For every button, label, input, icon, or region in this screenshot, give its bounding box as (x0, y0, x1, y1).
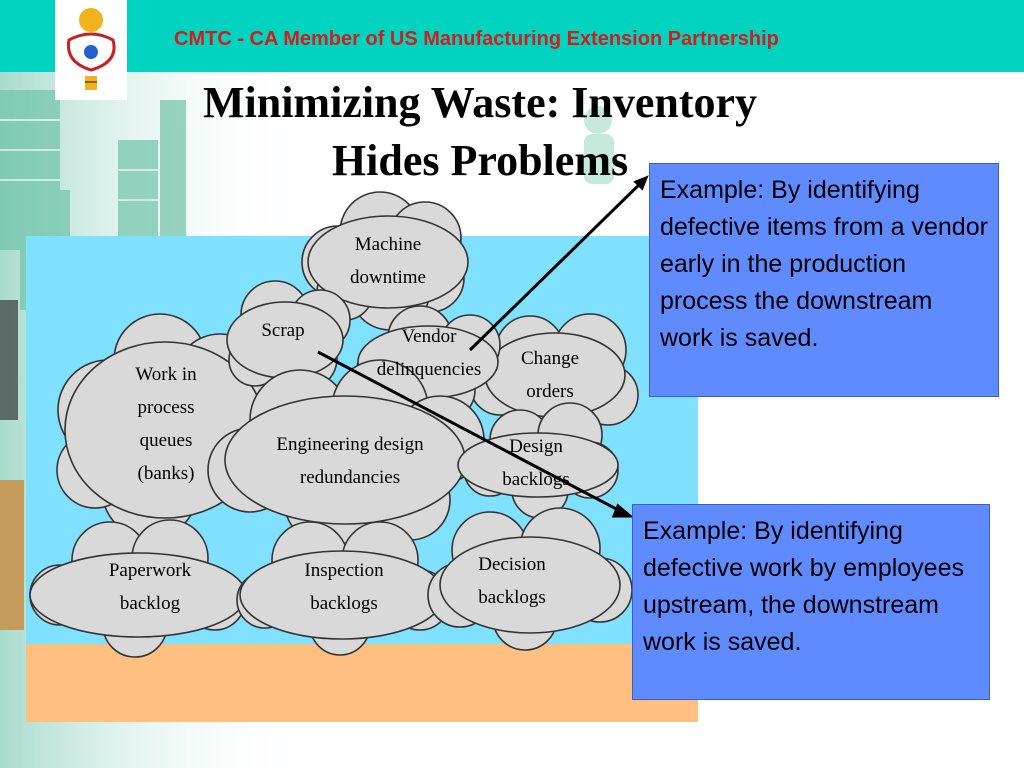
example-employees-box: Example: By identifying defective work b… (632, 504, 990, 700)
arrowhead-vendor (633, 175, 649, 191)
label-decision-backlogs: Decision backlogs (478, 554, 546, 608)
cloud-paperwork-backlog (29, 519, 247, 658)
cloud-engineering-design (207, 359, 485, 547)
cloud-decision-backlogs (427, 507, 633, 651)
header-bar (0, 0, 1024, 72)
cloud-scrap (226, 280, 351, 391)
page-title: Minimizing Waste: Inventory Hides Proble… (120, 74, 840, 190)
cmtc-logo (55, 0, 127, 100)
title-line-2: Hides Problems (331, 136, 629, 185)
arrowhead-employees (611, 503, 635, 518)
label-machine-downtime: Machine downtime (350, 234, 426, 288)
label-inspection-backlogs: Inspection backlogs (304, 560, 384, 614)
header-org-text: CMTC - CA Member of US Manufacturing Ext… (174, 28, 779, 50)
label-change-orders: Change orders (520, 348, 580, 402)
cloud-change-orders (469, 313, 639, 437)
arrow-vendor (468, 176, 648, 352)
arrow-employees (317, 350, 623, 514)
label-design-backlogs: Design backlogs (502, 436, 570, 490)
title-line-1: Minimizing Waste: Inventory (202, 78, 758, 127)
label-vendor-delinquencies: Vendor delinquencies (376, 326, 482, 380)
label-work-in-process: Work in process queues (banks) (135, 364, 197, 484)
label-scrap: Scrap (261, 320, 305, 341)
cloud-design-backlogs (457, 402, 619, 519)
cloud-inspection-backlogs (236, 521, 451, 656)
cloud-vendor-delinquencies (356, 305, 501, 421)
label-paperwork-backlog: Paperwork backlog (108, 560, 192, 614)
label-engineering-design: Engineering design redundancies (276, 434, 424, 488)
example-vendor-box: Example: By identifying defective items … (649, 163, 999, 397)
